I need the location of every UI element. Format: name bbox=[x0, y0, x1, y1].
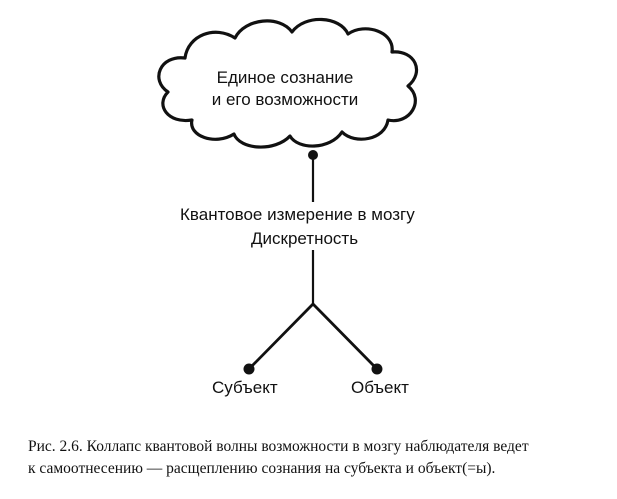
subject-label: Субъект bbox=[212, 378, 278, 397]
discreteness-label: Дискретность bbox=[251, 229, 359, 248]
cloud-shape bbox=[157, 17, 419, 149]
figure-caption: Рис. 2.6. Коллапс квантовой волны возмож… bbox=[28, 436, 598, 480]
branch-right bbox=[312, 303, 377, 369]
cloud-title-line1: Единое сознание bbox=[216, 68, 354, 87]
cloud-title-line2: и его возможности bbox=[211, 90, 359, 109]
caption-line1: Рис. 2.6. Коллапс квантовой волны возмож… bbox=[28, 438, 529, 455]
object-label: Объект bbox=[351, 378, 409, 397]
branch-left bbox=[249, 303, 314, 369]
measurement-label: Квантовое измерение в мозгу bbox=[180, 205, 415, 224]
subject-node-dot bbox=[243, 363, 255, 375]
caption-line2: к самоотнесению — расщеплению сознания н… bbox=[28, 460, 496, 477]
object-node-dot bbox=[371, 363, 383, 375]
